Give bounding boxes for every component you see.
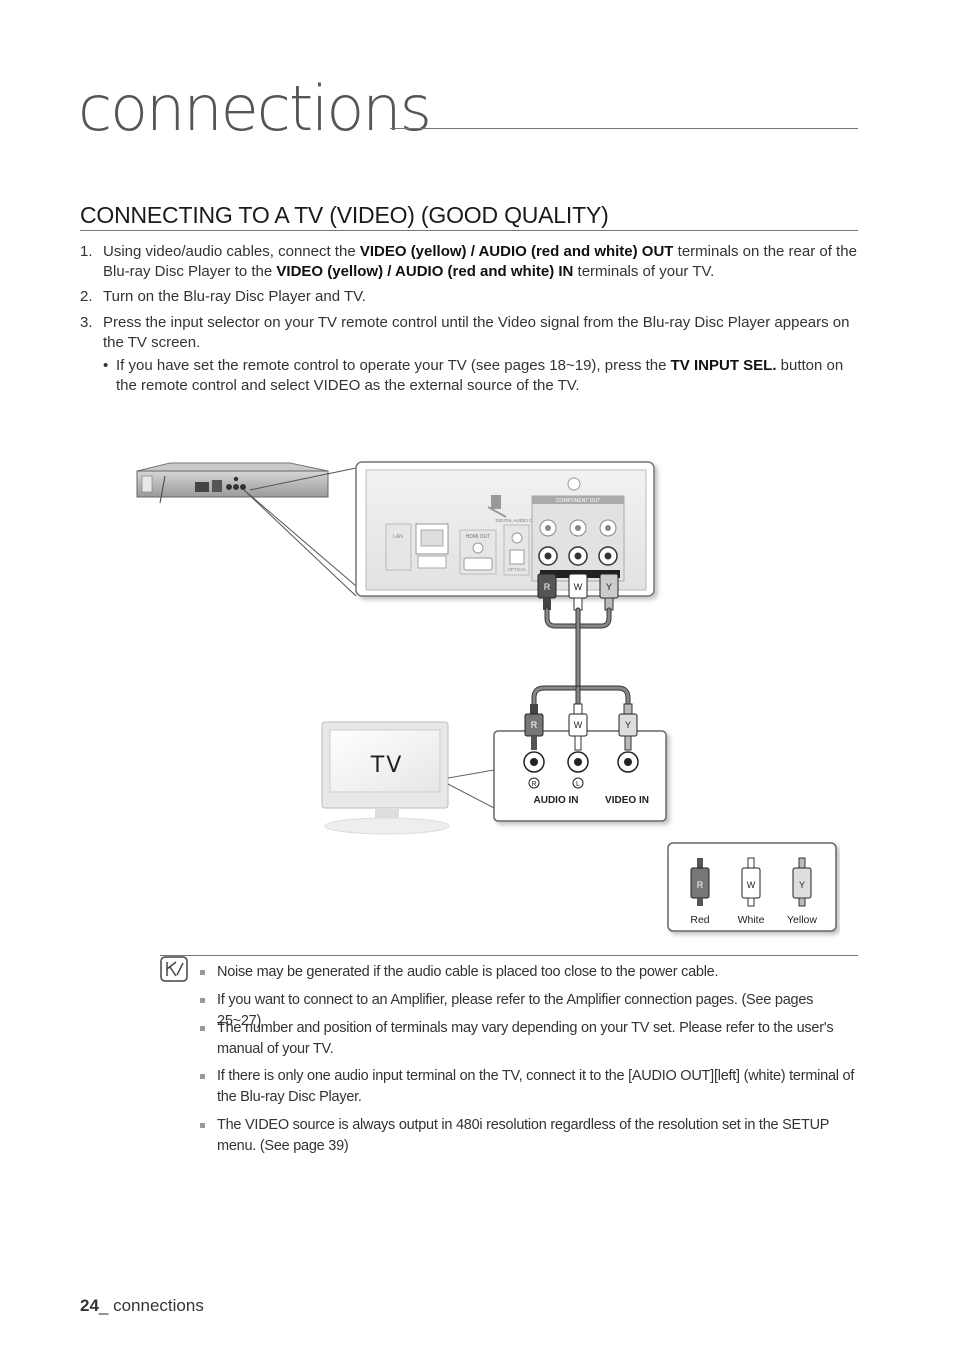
step-2: 2. Turn on the Blu-ray Disc Player and T… xyxy=(80,287,858,307)
note-bullet xyxy=(200,1074,205,1079)
step-1: 1. Using video/audio cables, connect the… xyxy=(80,242,858,282)
step-number: 2. xyxy=(80,288,93,305)
footer-text: _ connections xyxy=(98,1296,204,1315)
svg-text:Y: Y xyxy=(625,720,631,730)
tv-input-panel: R L AUDIO IN VIDEO IN xyxy=(493,730,667,822)
chapter-rule xyxy=(390,128,858,129)
svg-text:W: W xyxy=(574,582,583,592)
step-text: Using video/audio cables, connect the VI… xyxy=(103,243,857,280)
note-rule xyxy=(160,955,858,956)
note-item: The VIDEO source is always output in 480… xyxy=(200,1115,860,1157)
note-item: The number and position of terminals may… xyxy=(200,1018,860,1060)
svg-text:W: W xyxy=(574,720,583,730)
player-plugs: R W Y xyxy=(537,573,619,611)
bullet-dot: • xyxy=(103,357,109,374)
sub-bullet-text: If you have set the remote control to op… xyxy=(116,357,844,394)
step-text: Press the input selector on your TV remo… xyxy=(103,314,850,351)
step-3: 3. Press the input selector on your TV r… xyxy=(80,313,858,353)
connection-diagram: LAN HDMI OUT DIGITAL AUDIO OUT OPTICAL C… xyxy=(136,461,837,932)
svg-text:W: W xyxy=(747,880,756,890)
page-footer: 24_ connections xyxy=(80,1296,204,1316)
hdmi-out-label: HDMI OUT xyxy=(466,534,491,540)
svg-text:Y: Y xyxy=(606,582,612,592)
note-pencil-icon xyxy=(160,956,188,982)
svg-text:L: L xyxy=(576,781,580,788)
note-bullet xyxy=(200,1026,205,1031)
video-in-label: VIDEO IN xyxy=(605,795,649,806)
digital-audio-label: DIGITAL AUDIO OUT xyxy=(495,518,538,523)
step-text: Turn on the Blu-ray Disc Player and TV. xyxy=(103,288,366,305)
tv-label: TV xyxy=(370,753,404,778)
bluray-player xyxy=(136,462,329,504)
chapter-title: connections xyxy=(78,72,432,145)
section-rule xyxy=(80,230,858,231)
svg-text:R: R xyxy=(544,582,551,592)
av-cable xyxy=(531,607,631,707)
legend-white: White xyxy=(738,914,765,926)
optical-label: OPTICAL xyxy=(507,567,527,572)
legend-yellow: Yellow xyxy=(787,914,817,926)
note-bullet xyxy=(200,998,205,1003)
note-bullet xyxy=(200,1123,205,1128)
svg-text:R: R xyxy=(531,781,536,788)
legend-red: Red xyxy=(690,914,709,926)
svg-text:R: R xyxy=(697,880,704,890)
svg-text:Y: Y xyxy=(799,880,805,890)
page-number: 24 xyxy=(80,1296,99,1315)
note-item: Noise may be generated if the audio cabl… xyxy=(200,962,860,983)
svg-text:R: R xyxy=(531,720,538,730)
note-item: If you want to connect to an Amplifier, … xyxy=(200,990,860,1032)
step-number: 3. xyxy=(80,314,93,331)
step-3-sub-bullet: • If you have set the remote control to … xyxy=(103,356,858,396)
step-number: 1. xyxy=(80,243,93,260)
section-title: CONNECTING TO A TV (VIDEO) (GOOD QUALITY… xyxy=(80,202,609,228)
lan-label: LAN xyxy=(393,534,403,540)
audio-in-label: AUDIO IN xyxy=(534,795,579,806)
plug-color-legend: R Red W White Y Yellow xyxy=(667,842,837,932)
tv-set: TV xyxy=(321,721,450,835)
note-bullet xyxy=(200,970,205,975)
note-item: If there is only one audio input termina… xyxy=(200,1066,860,1108)
player-rear-panel: LAN HDMI OUT DIGITAL AUDIO OUT OPTICAL C… xyxy=(355,461,655,597)
component-out-label: COMPONENT OUT xyxy=(556,498,600,504)
tv-plugs: R W Y xyxy=(524,703,638,751)
